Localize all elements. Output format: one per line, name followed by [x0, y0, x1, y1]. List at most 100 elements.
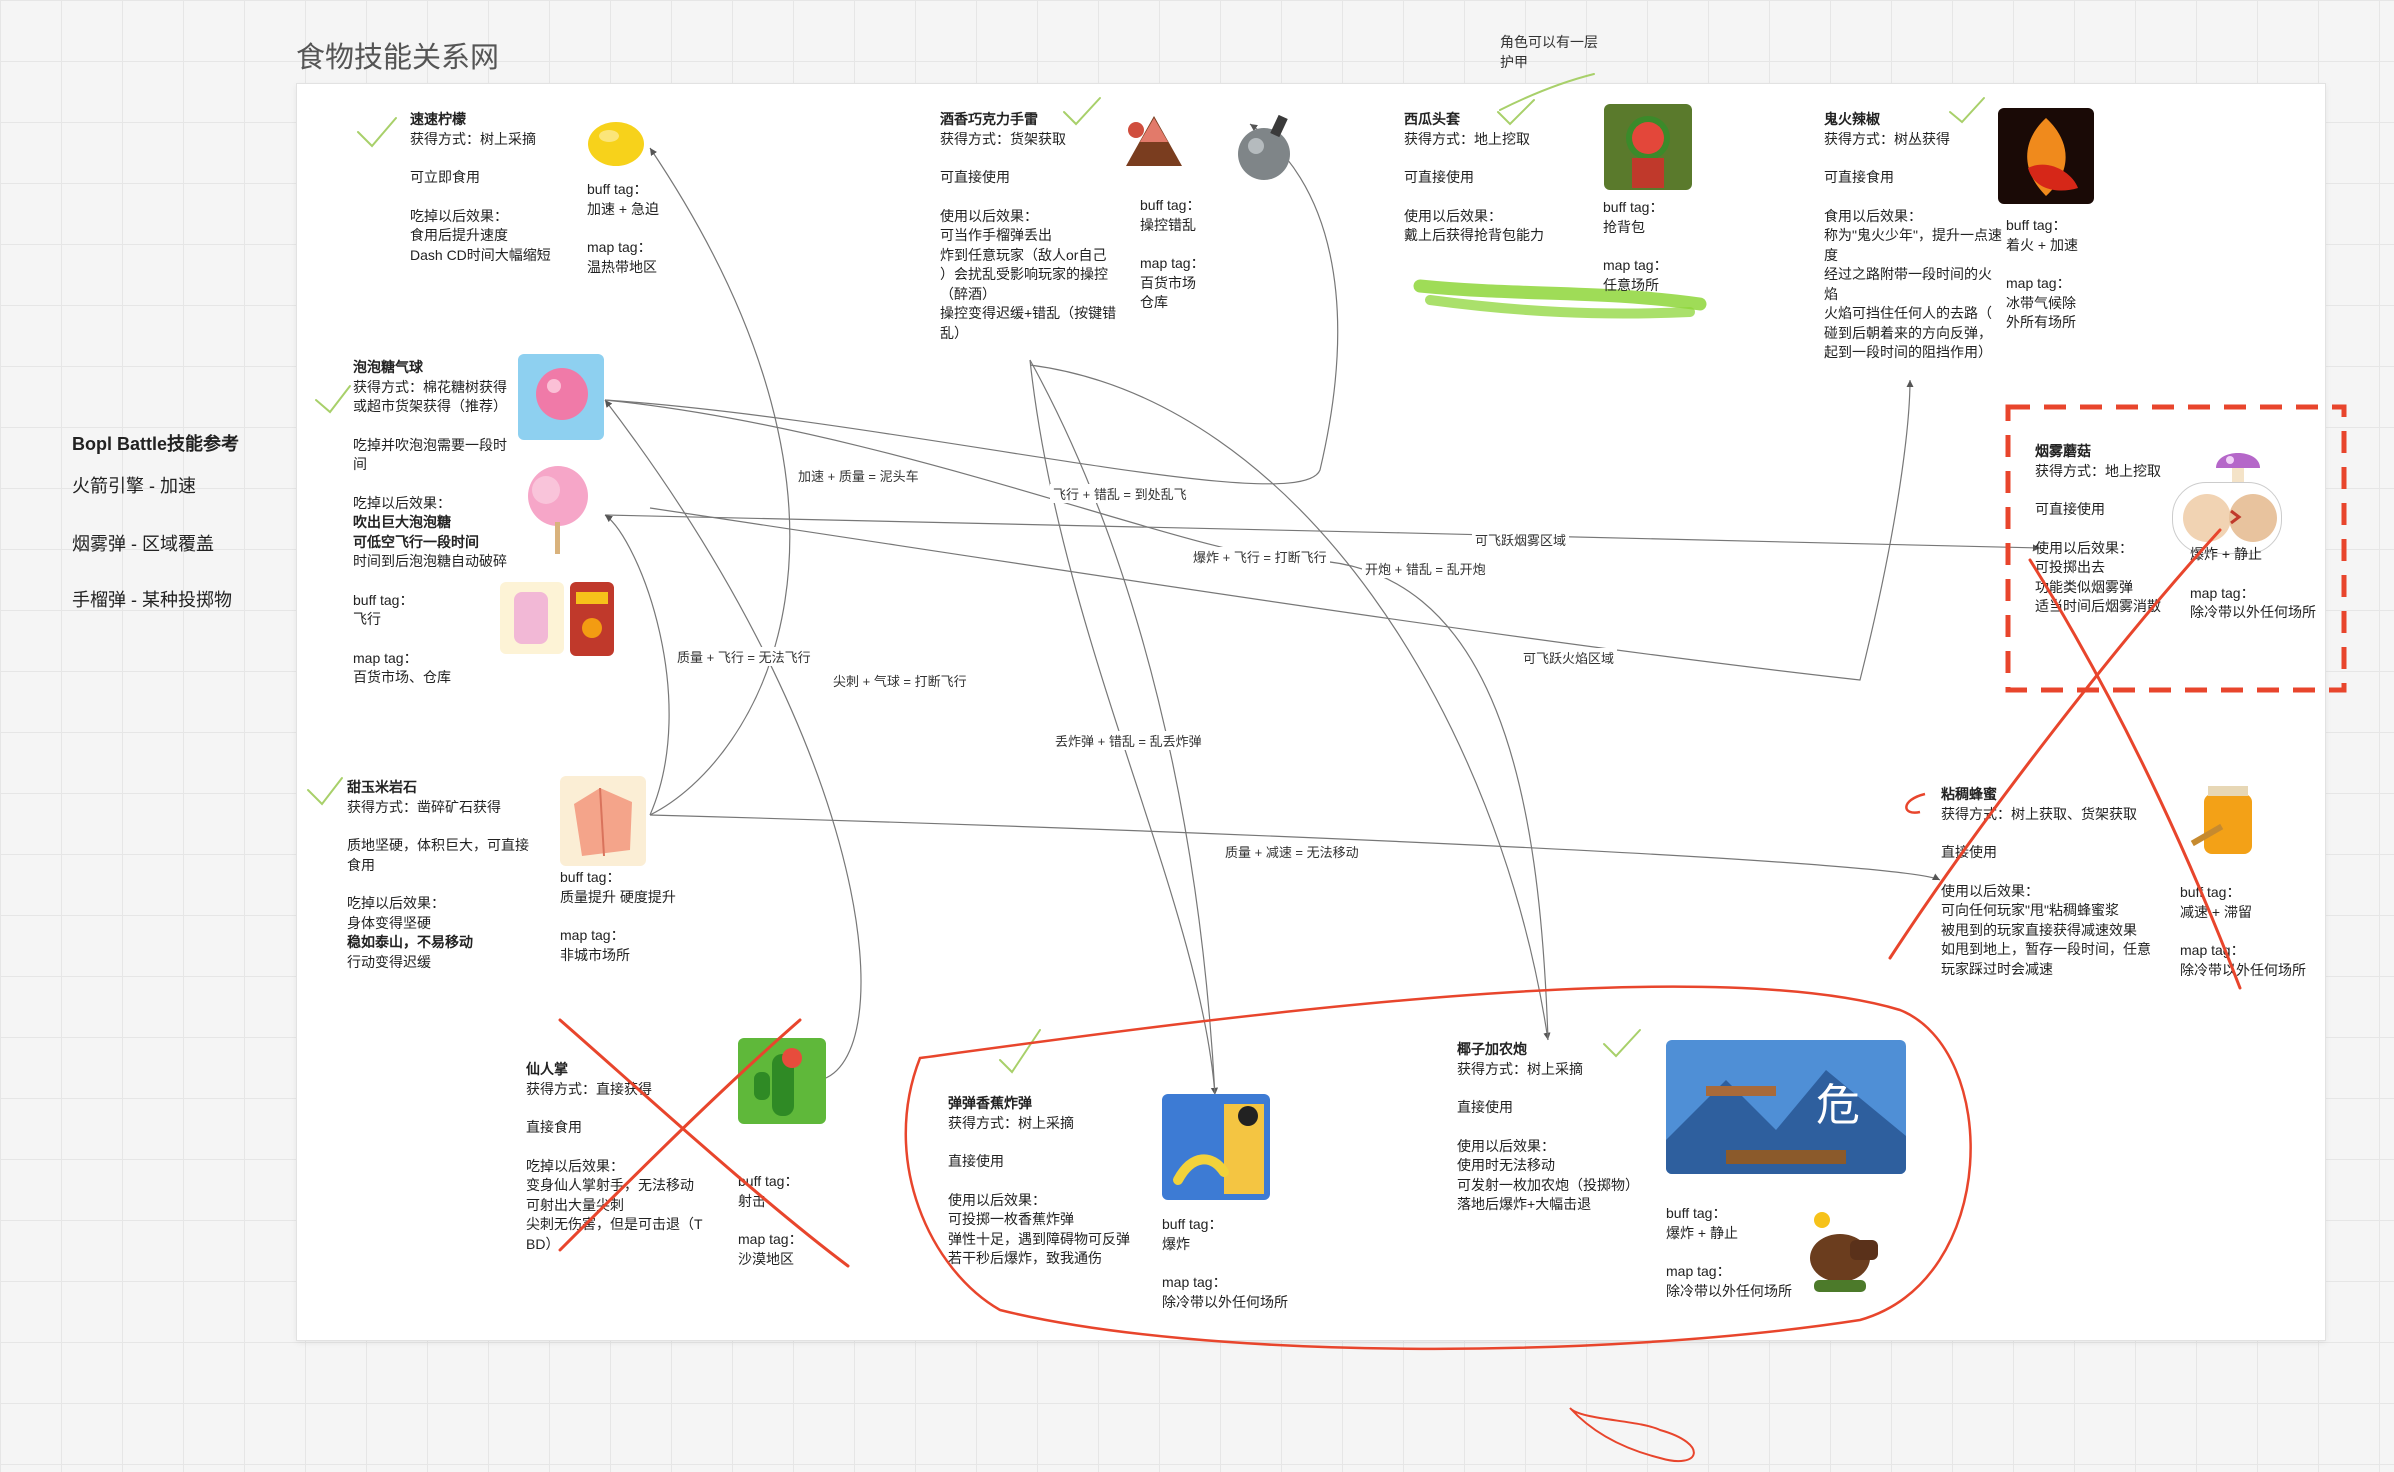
- corn-rock-image: [560, 776, 646, 866]
- node-line: 如甩到地上，暂存一段时间，任意: [1941, 940, 2173, 960]
- map-tag-label: map tag：: [1603, 256, 1668, 276]
- node-line: 使用时无法移动: [1457, 1156, 1657, 1176]
- edge-label: 质量 + 减速 = 无法移动: [1222, 842, 1362, 861]
- node-cactus: 仙人掌 获得方式：直接获得 直接食用 吃掉以后效果： 变身仙人掌射手，无法移动 …: [526, 1060, 711, 1254]
- edge-label: 爆炸 + 飞行 = 打断飞行: [1190, 547, 1330, 566]
- buff-tag-label: buff tag：: [2006, 216, 2078, 236]
- map-tag-value: 仓库: [1140, 293, 1205, 313]
- node-line: 操控变得迟缓+错乱（按键错: [940, 304, 1140, 324]
- node-line: 碰到后朝着来的方向反弹，: [1824, 324, 2006, 344]
- marshmallow-image: [500, 582, 564, 654]
- node-title: 甜玉米岩石: [347, 778, 532, 798]
- node-line: 获得方式：地上挖取: [1404, 130, 1604, 150]
- chocolate-image: [1120, 108, 1188, 170]
- map-tag-value: 温热带地区: [587, 258, 659, 278]
- node-line: 经过之路附带一段时间的火: [1824, 265, 2006, 285]
- node-title: 烟雾蘑菇: [2035, 442, 2195, 462]
- node-title: 酒香巧克力手雷: [940, 110, 1140, 130]
- node-line: 获得方式：直接获得: [526, 1080, 711, 1100]
- map-tag-value: 除冷带以外任何场所: [1162, 1293, 1288, 1313]
- character-portrait-image: [2172, 482, 2282, 554]
- buff-tag-label: buff tag：: [560, 868, 676, 888]
- buff-tag-value: 爆炸 + 静止: [2190, 545, 2316, 565]
- watermelon-image: [1604, 104, 1692, 190]
- node-line: 可直接使用: [2035, 500, 2195, 520]
- node-line: 质地坚硬，体积巨大，可直接: [347, 836, 532, 856]
- note-line: 角色可以有一层: [1500, 32, 1598, 52]
- node-honey: 粘稠蜂蜜 获得方式：树上获取、货架获取 直接使用 使用以后效果： 可向任何玩家"…: [1941, 785, 2173, 979]
- node-line: 可直接使用: [1404, 168, 1604, 188]
- node-line: 获得方式：地上挖取: [2035, 462, 2195, 482]
- node-line: 玩家踩过时会减速: [1941, 960, 2173, 980]
- edge-label: 可飞跃烟雾区域: [1472, 530, 1569, 549]
- map-tag-label: map tag：: [560, 926, 676, 946]
- map-tag-label: map tag：: [1162, 1273, 1288, 1293]
- coconut-tags: buff tag： 爆炸 + 静止 map tag： 除冷带以外任何场所: [1666, 1204, 1792, 1301]
- node-line: 若干秒后爆炸，致我通伤: [948, 1249, 1133, 1269]
- reference-item: 烟雾弹 - 区域覆盖: [72, 530, 214, 556]
- node-line: 起到一段时间的阻挡作用）: [1824, 343, 2006, 363]
- edge-label: 尖刺 + 气球 = 打断飞行: [830, 671, 970, 690]
- node-corn: 甜玉米岩石 获得方式：凿碎矿石获得 质地坚硬，体积巨大，可直接 食用 吃掉以后效…: [347, 778, 532, 972]
- node-line: 获得方式：树上采摘: [948, 1114, 1133, 1134]
- buff-tag-value: 加速 + 急迫: [587, 200, 659, 220]
- map-tag-value: 外所有场所: [2006, 313, 2078, 333]
- edge-label: 加速 + 质量 = 泥头车: [795, 466, 922, 485]
- node-line: 直接使用: [1457, 1098, 1657, 1118]
- node-line: 行动变得迟缓: [347, 953, 532, 973]
- node-line: 直接食用: [526, 1118, 711, 1138]
- node-line: 食用以后效果：: [1824, 207, 2006, 227]
- node-line: 火焰可挡住任何人的去路（: [1824, 304, 2006, 324]
- node-line: 吃掉以后效果：: [526, 1157, 711, 1177]
- honey-tags: buff tag： 减速 + 滞留 map tag： 除冷带以外任何场所: [2180, 883, 2306, 980]
- buff-tag-label: buff tag：: [1666, 1204, 1792, 1224]
- node-line: 稳如泰山，不易移动: [347, 933, 532, 953]
- node-title: 弹弹香蕉炸弹: [948, 1094, 1133, 1114]
- node-title: 泡泡糖气球: [353, 358, 513, 378]
- cotton-candy-image: [520, 460, 596, 556]
- node-line: 尖刺无伤害，但是可击退（T: [526, 1215, 711, 1235]
- node-line: 变身仙人掌射手，无法移动: [526, 1176, 711, 1196]
- candy-bag-image: [570, 582, 614, 656]
- mushroom-tags: 爆炸 + 静止 map tag： 除冷带以外任何场所: [2190, 545, 2316, 623]
- pepper-tags: buff tag： 着火 + 加速 map tag： 冰带气候除 外所有场所: [2006, 216, 2078, 333]
- node-line: ）会扰乱受影响玩家的操控: [940, 265, 1140, 285]
- node-line: 获得方式：货架获取: [940, 130, 1140, 150]
- edge-label: 开炮 + 错乱 = 乱开炮: [1362, 559, 1489, 578]
- node-line: 弹性十足，遇到障碍物可反弹: [948, 1230, 1133, 1250]
- red-scribble: [1570, 1408, 1694, 1461]
- cactus-image: [738, 1038, 826, 1124]
- armor-note: 角色可以有一层 护甲: [1500, 32, 1598, 72]
- node-liqueur: 酒香巧克力手雷 获得方式：货架获取 可直接使用 使用以后效果： 可当作手榴弹丢出…: [940, 110, 1140, 343]
- grenade-image: [1230, 110, 1302, 186]
- edge-label: 飞行 + 错乱 = 到处乱飞: [1050, 484, 1190, 503]
- map-tag-label: map tag：: [1140, 254, 1205, 274]
- node-line: 食用后提升速度: [410, 226, 590, 246]
- buff-tag-label: buff tag：: [1140, 196, 1205, 216]
- buff-tag-value: 操控错乱: [1140, 216, 1205, 236]
- node-line: 吃掉并吹泡泡需要一段时: [353, 436, 513, 456]
- edge-label: 丢炸弹 + 错乱 = 乱丢炸弹: [1052, 731, 1205, 750]
- map-tag-label: map tag：: [2190, 584, 2316, 604]
- buff-tag-value: 爆炸: [1162, 1235, 1288, 1255]
- bubble-balloon-image: [518, 354, 604, 440]
- node-mushroom: 烟雾蘑菇 获得方式：地上挖取 可直接使用 使用以后效果： 可投掷出去 功能类似烟…: [2035, 442, 2195, 617]
- buff-tag-value: 质量提升 硬度提升: [560, 888, 676, 908]
- corn-tags: buff tag： 质量提升 硬度提升 map tag： 非城市场所: [560, 868, 676, 965]
- node-title: 椰子加农炮: [1457, 1040, 1657, 1060]
- buff-tag-label: buff tag：: [1162, 1215, 1288, 1235]
- reference-item: 火箭引擎 - 加速: [72, 472, 196, 498]
- node-line: 功能类似烟雾弹: [2035, 578, 2195, 598]
- node-line: 度: [1824, 246, 2006, 266]
- node-lemon: 速速柠檬 获得方式：树上采摘 可立即食用 吃掉以后效果： 食用后提升速度 Das…: [410, 110, 590, 265]
- buff-tag-label: buff tag：: [2180, 883, 2306, 903]
- node-line: map tag：: [353, 649, 513, 669]
- node-line: 可低空飞行一段时间: [353, 533, 513, 553]
- node-title: 西瓜头套: [1404, 110, 1604, 130]
- node-line: 食用: [347, 856, 532, 876]
- node-line: 吃掉以后效果：: [410, 207, 590, 227]
- game-scene-image: 危: [1666, 1040, 1906, 1174]
- node-line: 吃掉以后效果：: [353, 494, 513, 514]
- node-line: 百货市场、仓库: [353, 668, 513, 688]
- buff-tag-label: buff tag：: [738, 1172, 803, 1192]
